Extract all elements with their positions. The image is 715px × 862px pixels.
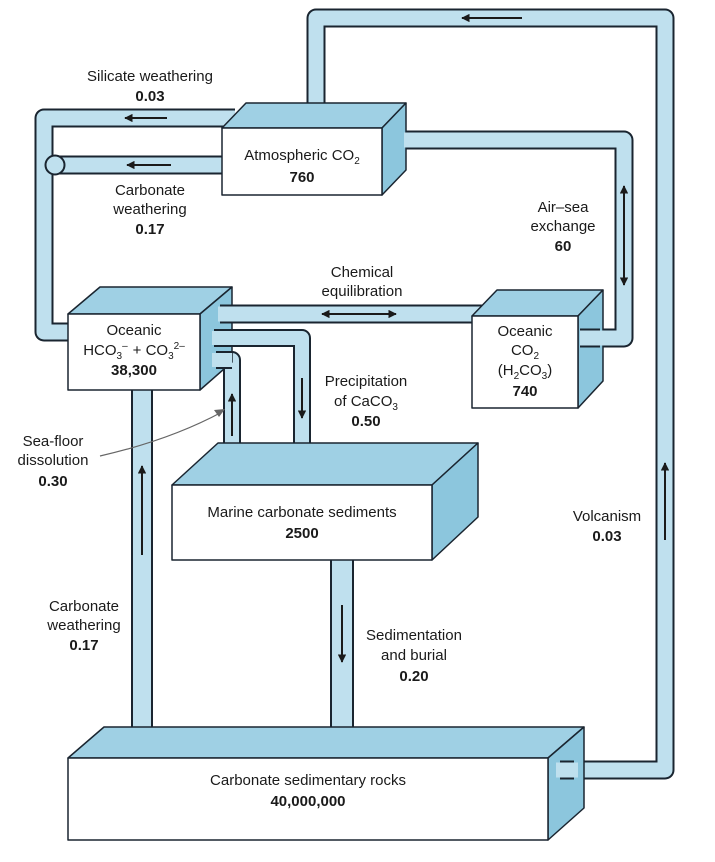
atmospheric-co2-value: 760 xyxy=(289,169,314,186)
marine-sediments-box xyxy=(171,442,479,561)
sea-floor-value: 0.30 xyxy=(38,473,67,490)
oceanic-carbonate-value: 38,300 xyxy=(111,362,157,379)
marine-sediments-value: 2500 xyxy=(285,525,318,542)
sea-floor-leader-line xyxy=(99,411,223,457)
chemical-equilibration-line1: Chemical xyxy=(331,264,394,281)
atmospheric-co2-box xyxy=(221,102,407,196)
oceanic-co2-label: Oceanic xyxy=(497,323,553,340)
pipe-mouths xyxy=(212,130,604,780)
oceanic-co2-box xyxy=(471,289,604,409)
volcanism-pipe xyxy=(306,8,675,780)
oceanic-carbonate-formula: HCO3–+ CO32– xyxy=(83,341,185,362)
sea-floor-leader-tip xyxy=(214,409,225,417)
marine-sediments-label: Marine carbonate sediments xyxy=(207,504,396,521)
flow-arrows xyxy=(124,13,670,663)
sea-floor-line1: Sea-floor xyxy=(23,433,84,450)
air-sea-line1: Air–sea xyxy=(538,199,590,216)
silicate-weathering-value: 0.03 xyxy=(135,88,164,105)
sea-floor-line2: dissolution xyxy=(18,452,89,469)
precipitation-line2: of CaCO3 xyxy=(334,393,398,413)
atmospheric-co2-label: Atmospheric CO2 xyxy=(244,147,360,167)
precipitation-pipe xyxy=(215,329,311,462)
carbonate-weathering-top-value: 0.17 xyxy=(135,221,164,238)
sedimentary-rocks-box xyxy=(67,726,585,841)
precipitation-value: 0.50 xyxy=(351,413,380,430)
sedimentation-line1: Sedimentation xyxy=(366,627,462,644)
sedimentary-rocks-value: 40,000,000 xyxy=(270,793,345,810)
carbonate-weathering-top-line1: Carbonate xyxy=(115,182,185,199)
volcanism-value: 0.03 xyxy=(592,528,621,545)
precipitation-line1: Precipitation xyxy=(325,373,408,390)
air-sea-line2: exchange xyxy=(530,218,595,235)
sedimentary-rocks-label: Carbonate sedimentary rocks xyxy=(210,772,406,789)
carbonate-weathering-bottom-value: 0.17 xyxy=(69,637,98,654)
carbonate-weathering-bottom-line2: weathering xyxy=(46,617,120,634)
sedimentation-line2: and burial xyxy=(381,647,447,664)
volcanism-label: Volcanism xyxy=(573,508,641,525)
chemical-equilibration-line2: equilibration xyxy=(322,283,403,300)
carbonate-weathering-top-line2: weathering xyxy=(112,201,186,218)
oceanic-co2-value: 740 xyxy=(512,383,537,400)
oceanic-co2-formula: CO2 xyxy=(511,342,540,362)
oceanic-h2co3-formula: (H2CO3) xyxy=(498,362,552,382)
oceanic-carbonate-label: Oceanic xyxy=(106,322,162,339)
sedimentation-value: 0.20 xyxy=(399,668,428,685)
air-sea-value: 60 xyxy=(555,238,572,255)
silicate-weathering-label: Silicate weathering xyxy=(87,68,213,85)
carbonate-weathering-bottom-line1: Carbonate xyxy=(49,598,119,615)
